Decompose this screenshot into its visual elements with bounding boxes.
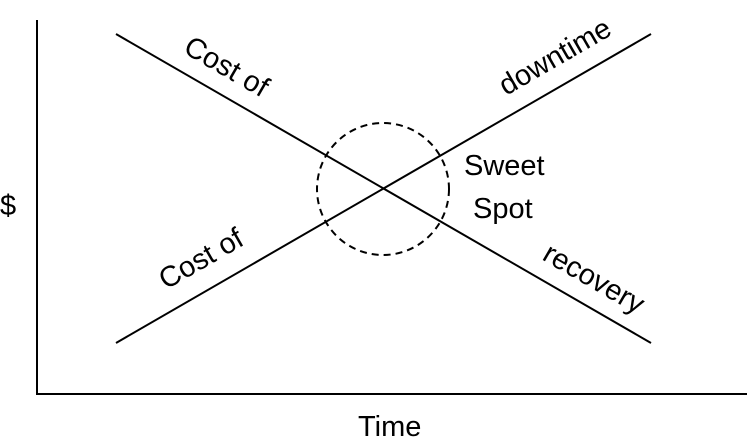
x-axis-label: Time (358, 411, 421, 443)
cost-of-downtime-label-start: Cost of (154, 222, 250, 296)
y-axis-label: $ (0, 190, 16, 222)
cost-of-recovery-label-end: recovery (538, 237, 651, 321)
cost-of-recovery-line (115, 33, 652, 344)
sweet-spot-label-line2: Spot (473, 193, 533, 225)
sweet-spot-circle (316, 122, 450, 256)
cost-of-recovery-label-start: Cost of (179, 30, 275, 104)
sweet-spot-label-line1: Sweet (464, 150, 545, 182)
